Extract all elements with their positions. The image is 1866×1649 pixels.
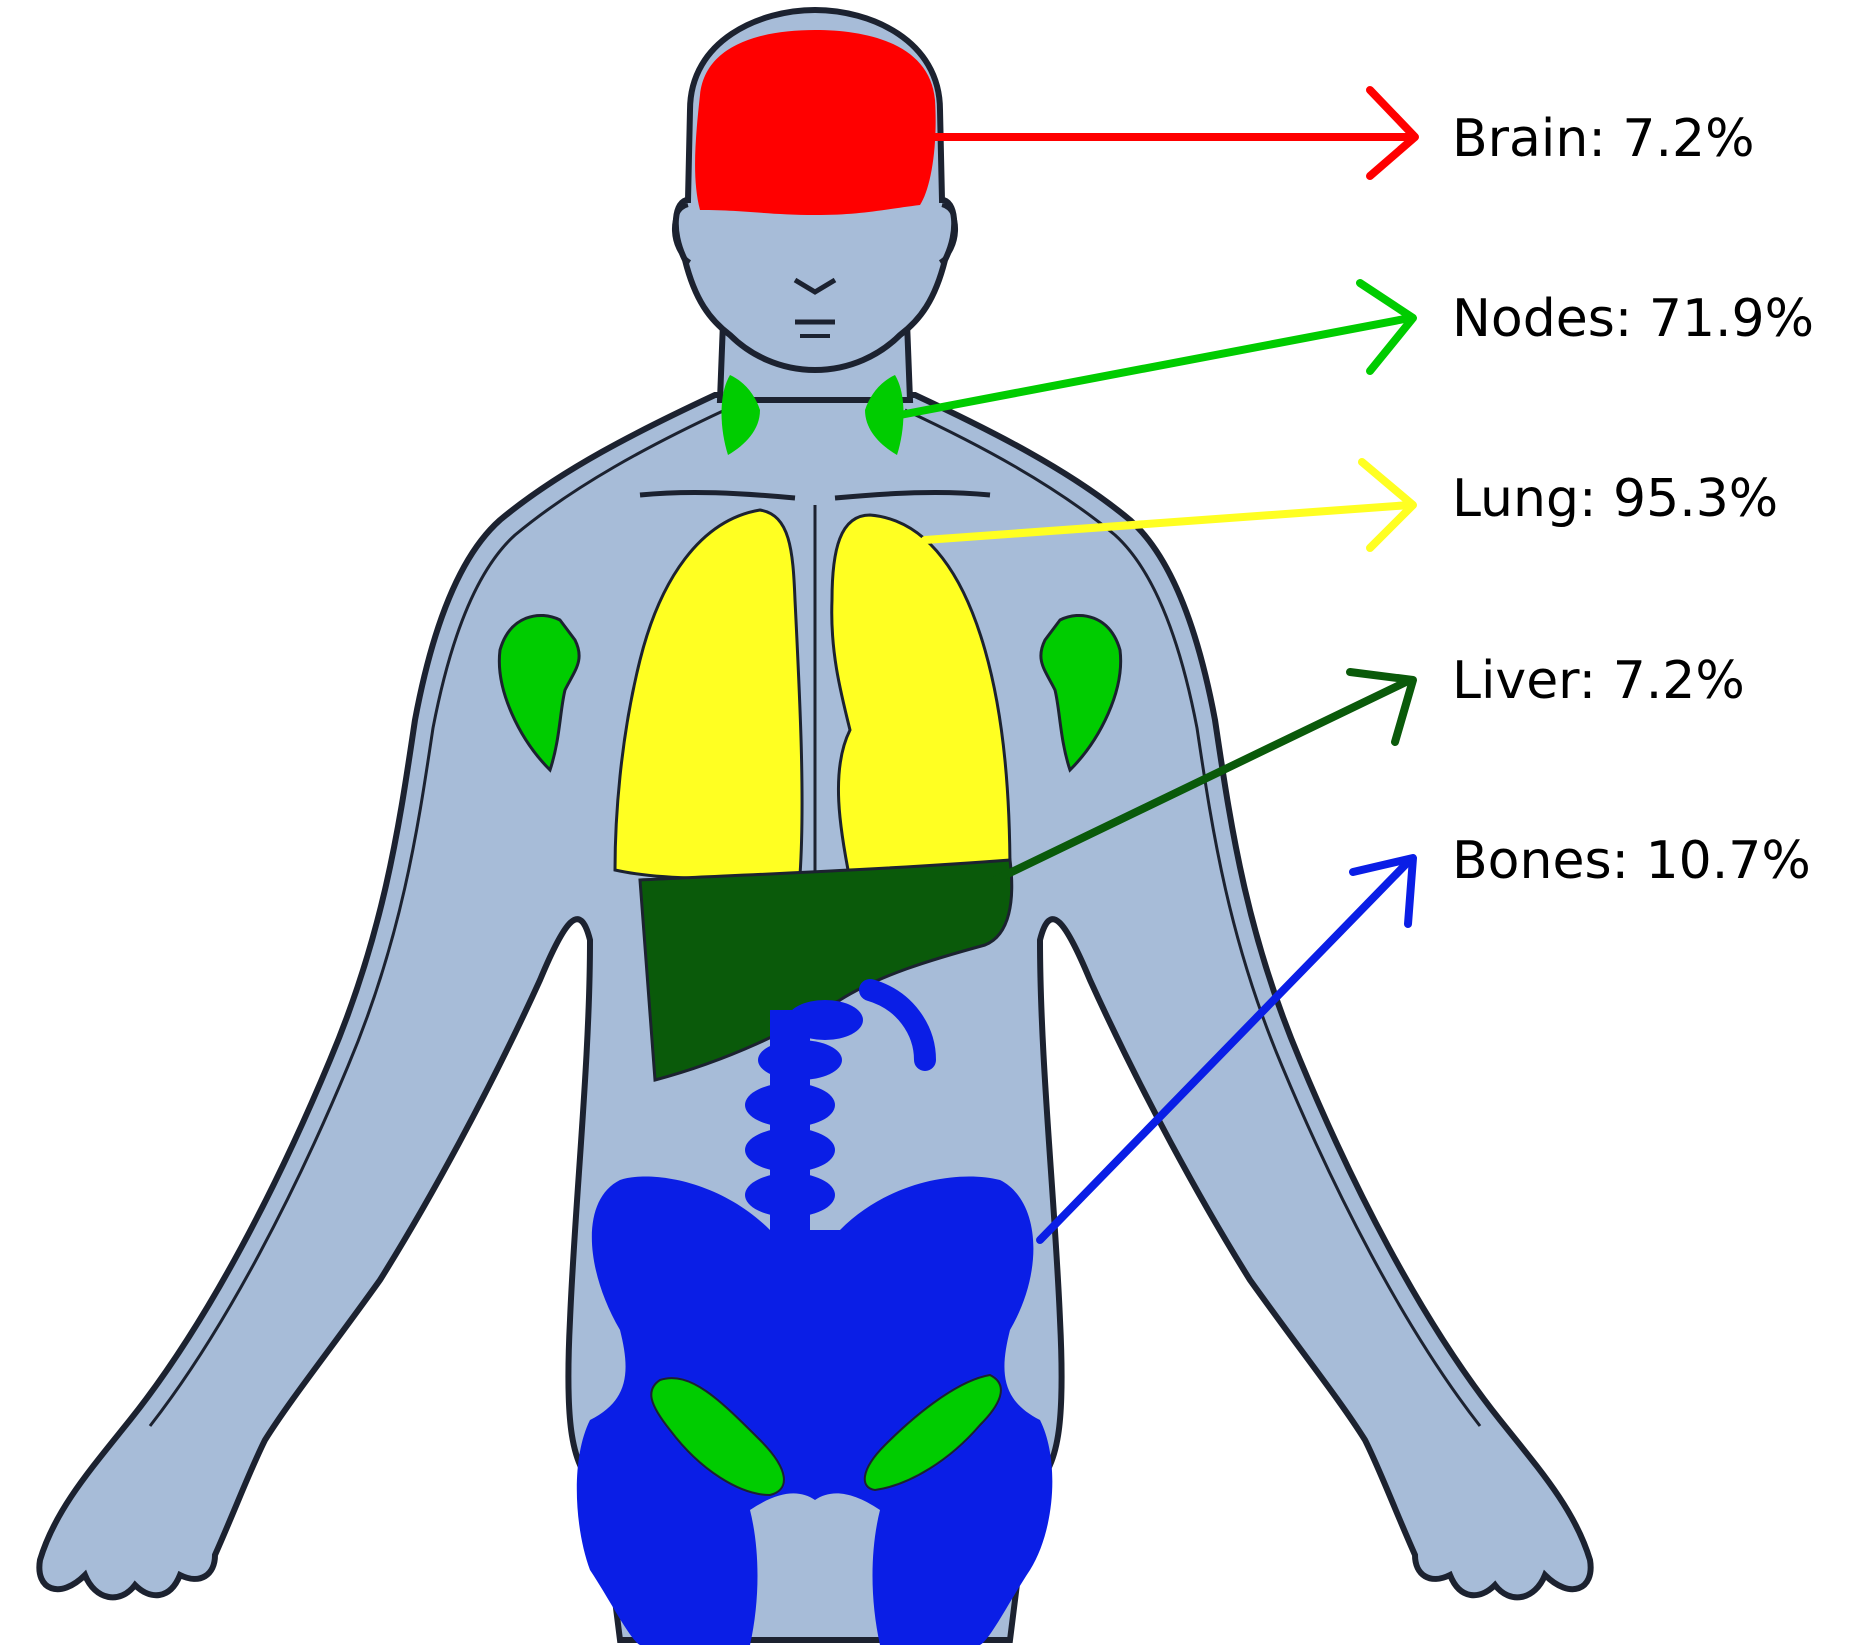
left-neck-node	[721, 375, 760, 455]
nodes-label: Nodes: 71.9%	[1452, 289, 1814, 349]
bones-arrow-line	[1036, 856, 1414, 1244]
torso-inner-outline	[148, 408, 726, 1427]
brain-arrow-head	[1366, 86, 1419, 180]
spine	[745, 979, 936, 1230]
liver-arrow-head	[1346, 668, 1417, 746]
left-clavicle	[639, 489, 796, 501]
nose	[793, 277, 837, 295]
bones-label: Bones: 10.7%	[1452, 831, 1811, 891]
left-axillary-node	[497, 613, 581, 773]
liver	[638, 858, 1014, 1082]
lung-arrow-line	[921, 501, 1414, 544]
nodes-arrow-head	[1356, 279, 1417, 375]
left-groin-node	[650, 1377, 785, 1497]
right-neck-node	[865, 375, 904, 455]
left-ear	[672, 203, 692, 264]
lung-arrow-head	[1358, 458, 1417, 552]
site-labels: Brain: 7.2% Nodes: 71.9% Lung: 95.3% Liv…	[1452, 109, 1814, 891]
right-axillary-node	[1039, 613, 1123, 773]
nodes-arrow-line	[896, 314, 1414, 419]
brain-label: Brain: 7.2%	[1452, 109, 1754, 169]
pointer-arrows	[896, 86, 1419, 1244]
liver-label: Liver: 7.2%	[1452, 651, 1745, 711]
brain	[695, 30, 936, 215]
torso-inner-outline-right	[904, 408, 1482, 1427]
right-clavicle	[834, 489, 991, 501]
bones-arrow-head	[1349, 854, 1417, 928]
right-ear	[938, 203, 958, 264]
lung-label: Lung: 95.3%	[1452, 469, 1778, 529]
right-groin-node	[863, 1373, 1002, 1492]
pelvis	[576, 1176, 1053, 1645]
liver-arrow-line	[991, 676, 1414, 884]
